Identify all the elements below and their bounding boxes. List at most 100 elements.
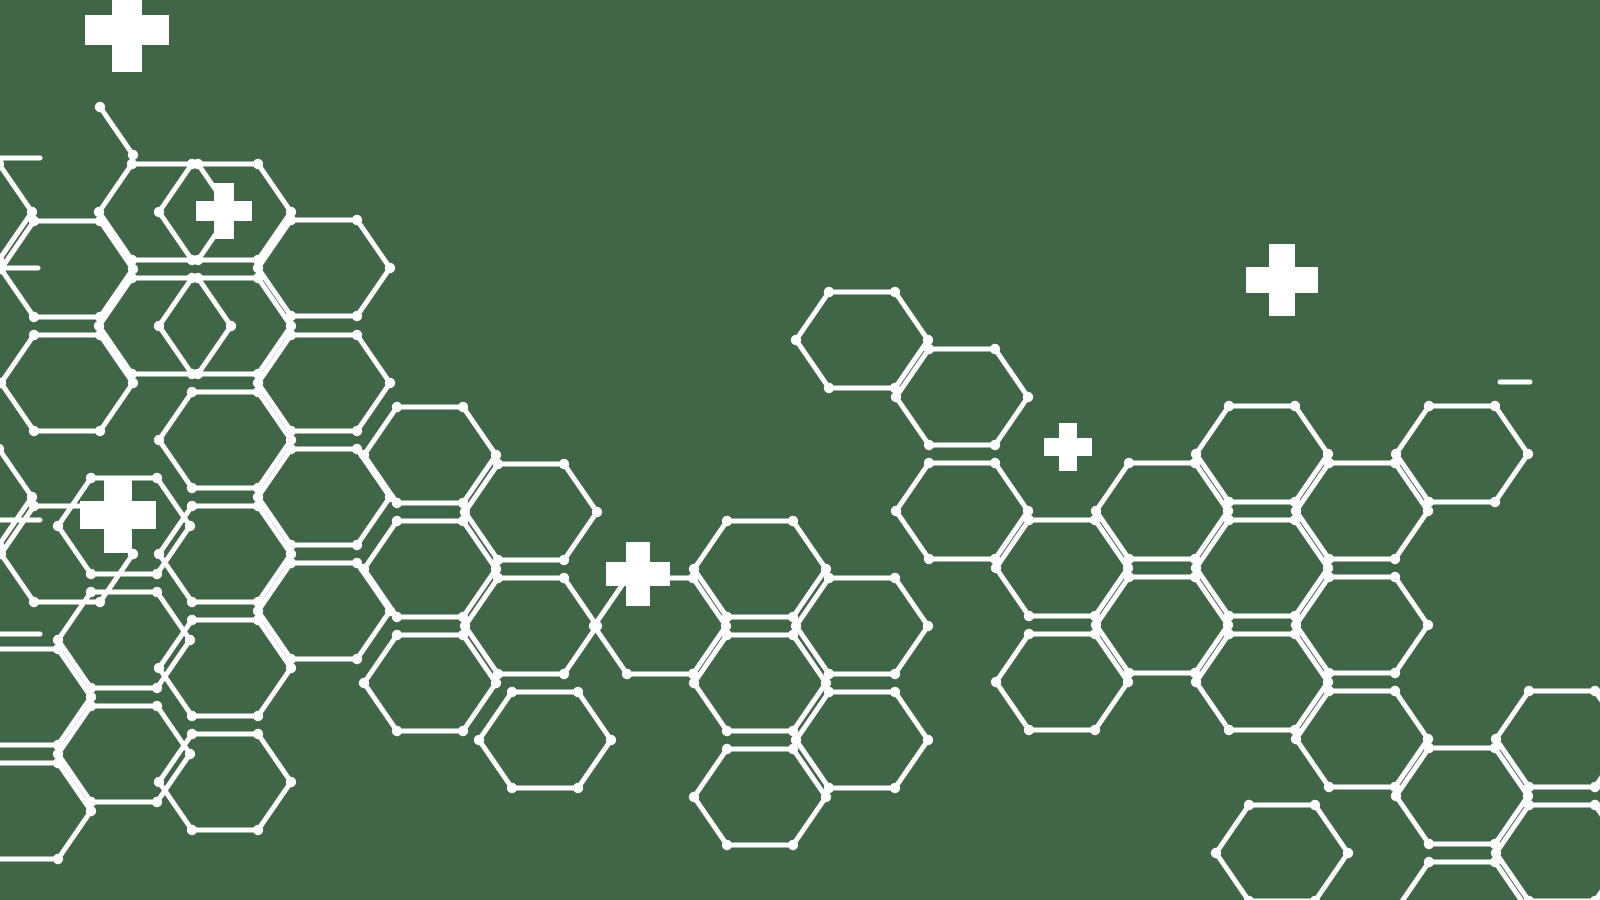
hexagon-vertex-node: [490, 677, 502, 689]
hexagon-vertex-node: [787, 629, 799, 641]
hexagon-edge: [156, 209, 195, 263]
hexagon-edge: [255, 437, 294, 491]
hexagon-vertex-node: [252, 158, 264, 170]
hexagon-edge: [1092, 565, 1131, 619]
hexagon-vertex-node: [52, 643, 64, 655]
hexagon-vertex-node: [1023, 628, 1035, 640]
hexagon-edge: [793, 575, 832, 629]
hexagon-vertex-node: [820, 791, 832, 803]
hexagon-vertex-node: [186, 482, 198, 494]
hexagon-edge: [793, 737, 832, 791]
hexagon-vertex-node: [1489, 856, 1501, 868]
hexagon-vertex-node: [889, 782, 901, 794]
hexagon-vertex-node: [1423, 496, 1435, 508]
hexagon-vertex-node: [85, 568, 97, 580]
hexagon-vertex-node: [26, 491, 38, 503]
hexagon-vertex-node: [621, 668, 633, 680]
hexagon-vertex-node: [823, 382, 835, 394]
hexagon-edge: [1393, 793, 1432, 847]
hexagon-vertex-node: [351, 214, 363, 226]
hexagon-edge: [1492, 745, 1531, 799]
hexagon-edge: [793, 689, 832, 743]
plus-right-upper-icon: [1246, 244, 1318, 316]
hexagon-edge: [591, 623, 630, 677]
hexagon-vertex-node: [252, 272, 264, 284]
hexagon-vertex-node: [151, 682, 163, 694]
hexagon-edge: [1492, 403, 1531, 457]
hexagon-edge: [793, 623, 832, 677]
hexagon-edge: [1492, 793, 1531, 847]
hexagon-vertex-node: [285, 443, 297, 455]
hexagon-edge: [156, 779, 195, 833]
hexagon-vertex-node: [1422, 733, 1434, 745]
hexagon-vertex-node: [186, 272, 198, 284]
hexagon-vertex-node: [252, 500, 264, 512]
hexagon-edge: [154, 751, 193, 805]
hexagon-vertex-node: [186, 158, 198, 170]
hexagon-vertex-node: [890, 391, 902, 403]
hexagon-edge: [790, 794, 829, 848]
hexagon-edge: [892, 689, 931, 743]
hexagon-edge: [255, 560, 294, 614]
hexagon-vertex-node: [26, 206, 38, 218]
hexagon-vertex-node: [153, 548, 165, 560]
hexagon-edge: [1393, 451, 1432, 505]
hexagon-edge: [354, 608, 393, 662]
hexagon-edge: [1192, 622, 1231, 676]
hexagon-edge: [55, 637, 94, 691]
hexagon-vertex-node: [28, 425, 40, 437]
hexagon-vertex-node: [1523, 799, 1535, 811]
hexagon-vertex-node: [1023, 610, 1035, 622]
hexagon-vertex-node: [558, 668, 570, 680]
hexagon-vertex-node: [153, 206, 165, 218]
hexagon-edge: [476, 737, 515, 791]
hexagon-edge: [1193, 451, 1232, 505]
hexagon-vertex-node: [457, 515, 469, 527]
hexagon-vertex-node: [1089, 610, 1101, 622]
hexagon-edge: [462, 575, 501, 629]
hexagon-edge: [255, 494, 294, 548]
hexagon-vertex-node: [1523, 781, 1535, 793]
stub-lines-group: [0, 155, 1533, 637]
hexagon-vertex-node: [384, 605, 396, 617]
hexagon-vertex-node: [506, 686, 518, 698]
hexagon-edge: [790, 746, 829, 800]
hexagon-vertex-node: [1309, 799, 1321, 811]
hexagon-vertex-node: [85, 691, 97, 703]
hexagon-vertex-node: [28, 329, 40, 341]
hexagon-edge: [354, 217, 393, 271]
hexagon-edge: [55, 760, 94, 814]
hexagon-edge: [156, 275, 195, 329]
hexagon-edge: [1193, 403, 1232, 457]
hexagon-edge: [255, 275, 294, 329]
hexagon-edge: [1193, 565, 1232, 619]
hexagon-vertex-node: [1523, 685, 1535, 697]
hexagon-vertex-node: [252, 386, 264, 398]
hexagon-vertex-node: [1243, 895, 1255, 900]
hexagon-edge: [55, 703, 94, 757]
hexagon-vertex-node: [1289, 400, 1301, 412]
hexagon-vertex-node: [127, 149, 139, 161]
hexagon-vertex-node: [1322, 562, 1334, 574]
hexagon-vertex-node: [384, 262, 396, 274]
hexagon-vertex-node: [1522, 790, 1534, 802]
hexagon-vertex-node: [28, 311, 40, 323]
hexagon-vertex-node: [225, 320, 237, 332]
hexagon-edge: [1093, 508, 1132, 562]
hexagon-vertex-node: [1223, 496, 1235, 508]
hexagon-vertex-node: [351, 329, 363, 341]
hexagon-vertex-node: [0, 377, 7, 389]
hexagon-edge: [1292, 565, 1331, 619]
hexagon-edge: [993, 517, 1032, 571]
hexagon-vertex-node: [1223, 610, 1235, 622]
hexagon-vertex-node: [1523, 895, 1535, 900]
hexagon-vertex-node: [0, 254, 5, 266]
hexagon-vertex-node: [1190, 448, 1202, 460]
hexagon-edge: [0, 209, 35, 263]
hexagon-edge: [0, 161, 35, 215]
hexagon-edge: [1292, 451, 1331, 505]
hexagon-vertex-node: [127, 263, 139, 275]
hexagon-edge: [1093, 574, 1132, 628]
plus-hex-left-icon: [80, 477, 156, 553]
